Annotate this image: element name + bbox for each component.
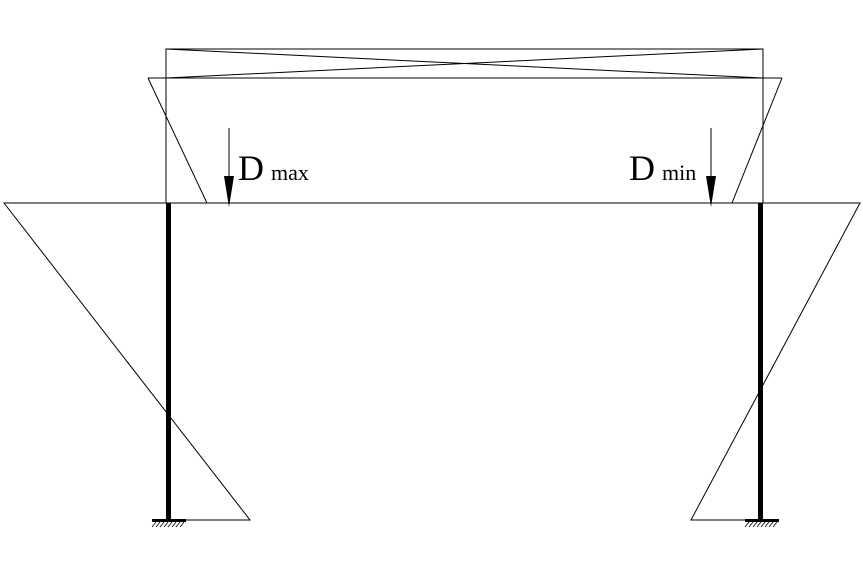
load-label-dmax: D max xyxy=(238,148,309,188)
load-arrow-right-head xyxy=(706,176,716,207)
left-support-hatch-line xyxy=(175,521,181,528)
load-arrow-left-head xyxy=(224,176,234,207)
right-support-hatch-line xyxy=(760,521,766,528)
left-support-hatch-line xyxy=(151,521,157,528)
left-support-hatch-line xyxy=(159,521,165,528)
load-label-dmax-subscript: max xyxy=(271,160,309,185)
left-support-hatch-line xyxy=(163,521,169,528)
right-support-hatch-line xyxy=(744,521,750,528)
right-lower-column-moment xyxy=(690,202,861,521)
right-support-hatch-line xyxy=(768,521,774,528)
left-support-plate xyxy=(152,519,186,522)
load-label-dmin: D min xyxy=(629,148,696,188)
left-lower-column xyxy=(166,203,171,521)
left-support-hatch-line xyxy=(179,521,185,528)
left-support-hatch-line xyxy=(167,521,173,528)
beam-diagonal-2 xyxy=(165,48,764,79)
load-arrow-left xyxy=(224,128,234,207)
right-upper-column-moment xyxy=(731,77,783,204)
right-support-plate xyxy=(745,519,779,522)
left-upper-column-moment xyxy=(147,77,208,204)
load-label-dmin-subscript: min xyxy=(662,160,696,185)
right-lower-column xyxy=(758,203,763,521)
load-label-dmax-symbol: D xyxy=(238,148,264,188)
right-support-hatch-line xyxy=(748,521,754,528)
right-fixed-support xyxy=(744,519,779,528)
load-label-dmin-symbol: D xyxy=(629,148,655,188)
right-support-hatch-line xyxy=(756,521,762,528)
right-support-hatch-line xyxy=(752,521,758,528)
right-support-hatching xyxy=(744,521,778,528)
beam-moment-diagram xyxy=(148,48,782,79)
right-support-hatch-line xyxy=(764,521,770,528)
left-support-hatching xyxy=(151,521,185,528)
left-support-hatch-line xyxy=(171,521,177,528)
load-arrow-right xyxy=(706,128,716,207)
left-lower-column-moment xyxy=(2,202,252,521)
left-fixed-support xyxy=(151,519,186,528)
right-support-hatch-line xyxy=(772,521,778,528)
left-support-hatch-line xyxy=(155,521,161,528)
